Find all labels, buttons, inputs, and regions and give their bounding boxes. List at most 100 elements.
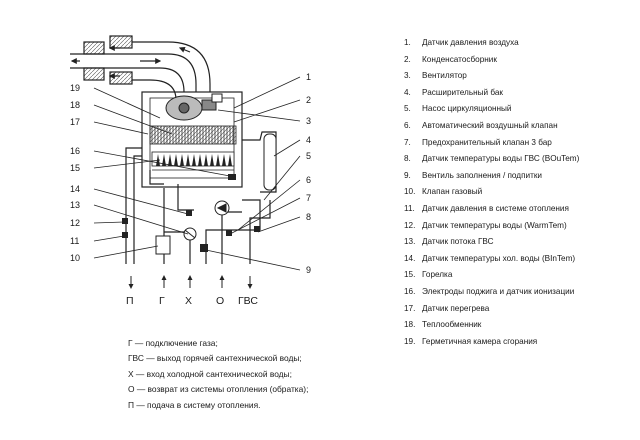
burner-flame [210, 154, 214, 166]
legend-item: 12. Датчик температуры воды (WarmTem) [404, 218, 579, 235]
legend-item-number: 12. [404, 220, 416, 230]
legend-item-number: 2. [404, 54, 411, 64]
note-supply: П — подача в систему отопления. [128, 399, 261, 410]
legend-item: 4. Расширительный бак [404, 85, 579, 102]
legend-item-text: Датчик давления воздуха [422, 38, 519, 47]
legend-item: 8. Датчик температуры воды ГВС (BOuTem) [404, 151, 579, 168]
burner-flame [222, 154, 226, 166]
legend-item-text: Автоматический воздушный клапан [422, 120, 558, 130]
note-return: О — возврат из системы отопления (обратк… [128, 384, 309, 395]
legend-item-text: Горелка [422, 270, 453, 280]
callout-7: 7 [306, 193, 311, 203]
legend-item: 3. Вентилятор [404, 68, 579, 85]
callout-8: 8 [306, 212, 311, 222]
legend-item-text: Датчик температуры воды (WarmTem) [422, 220, 567, 230]
small-sensors [122, 174, 260, 252]
legend-item-text: Вентилятор [422, 71, 467, 81]
legend-item-number: 16. [404, 286, 416, 296]
legend-item-text: Предохранительный клапан 3 бар [422, 137, 552, 147]
legend-item-text: Герметичная камера сгорания [422, 336, 538, 346]
legend-item-text: Датчик температуры хол. воды (BInTem) [422, 253, 576, 263]
legend-item-number: 5. [404, 104, 411, 114]
legend-item-text: Теплообменник [422, 320, 482, 330]
legend-item: 13.Датчик потока ГВС [404, 234, 579, 251]
burner-flame [180, 154, 184, 166]
burner-flame [162, 154, 166, 166]
legend-item-text: Электроды поджига и датчик ионизации [422, 286, 575, 296]
callout-2: 2 [306, 95, 311, 105]
callout-17: 17 [70, 117, 80, 127]
fan [165, 93, 223, 121]
legend-item-number: 6. [404, 120, 411, 130]
legend-item-text: Клапан газовый [422, 187, 483, 197]
legend-item: 9.Вентиль заполнения / подпитки [404, 168, 579, 185]
legend-item: 16. Электроды поджига и датчик ионизации [404, 284, 579, 301]
pipe-label-supply: П [126, 295, 134, 307]
legend-item-number: 19. [404, 336, 416, 346]
legend-item-text: Насос циркуляционный [422, 104, 512, 114]
connections-legend: Г — подключение газа; ГВС — выход горяче… [128, 336, 308, 413]
legend-item: 7. Предохранительный клапан 3 бар [404, 135, 579, 152]
note-hot-water: ГВС — выход горячей сантехнической воды; [128, 353, 302, 364]
gas-valve [155, 235, 171, 255]
legend-item: 6. Автоматический воздушный клапан [404, 118, 579, 135]
callout-15: 15 [70, 163, 80, 173]
legend-item-number: 8. [404, 154, 411, 164]
legend-item: 11. Датчик давления в системе отопления [404, 201, 579, 218]
callout-1: 1 [306, 72, 311, 82]
burner [151, 151, 235, 171]
note-gas: Г — подключение газа; [128, 338, 218, 348]
callout-10: 10 [70, 253, 80, 263]
legend-item-number: 1. [404, 38, 411, 47]
callout-leaders [93, 76, 301, 271]
connection-arrows [128, 275, 253, 289]
connection-labels: П Г Х О ГВС [126, 295, 258, 307]
callout-18: 18 [70, 100, 80, 110]
callout-numbers: 1 2 3 4 5 6 7 8 9 10 11 12 13 14 15 16 1… [70, 72, 311, 275]
legend-item: 17. Датчик перегрева [404, 301, 579, 318]
legend-item-number: 17. [404, 303, 416, 313]
callout-19: 19 [70, 83, 80, 93]
circulation-pump [214, 200, 230, 216]
legend-item-text: Датчик потока ГВС [422, 237, 494, 247]
legend-item-number: 4. [404, 87, 411, 97]
pipe-label-cold-water: Х [185, 295, 192, 307]
legend-item-number: 7. [404, 137, 411, 147]
callout-13: 13 [70, 200, 80, 210]
legend-item-text: Вентиль заполнения / подпитки [422, 170, 542, 180]
legend-item-number: 14. [404, 253, 416, 263]
callout-9: 9 [306, 265, 311, 275]
legend-item-text: Расширительный бак [422, 87, 503, 97]
burner-flame [186, 154, 190, 166]
legend-item: 5. Насос циркуляционный [404, 101, 579, 118]
burner-flame [228, 154, 232, 166]
callout-12: 12 [70, 218, 80, 228]
flow-sensor [183, 227, 197, 241]
burner-flame [192, 154, 196, 166]
legend-item-number: 18. [404, 320, 416, 330]
legend-item: 15. Горелка [404, 267, 579, 284]
legend-item: 18. Теплообменник [404, 317, 579, 334]
legend-item-number: 15. [404, 270, 416, 280]
callout-3: 3 [306, 116, 311, 126]
legend-item-number: 3. [404, 71, 411, 81]
burner-flame [216, 154, 220, 166]
note-cold-water: Х — вход холодной сантехнической воды; [128, 368, 292, 379]
callout-11: 11 [70, 236, 79, 246]
legend-item: 19. Герметичная камера сгорания [404, 334, 579, 351]
legend-item-text: Датчик температуры воды ГВС (BOuTem) [422, 154, 580, 164]
legend-item: 2.Конденсатосборник [404, 52, 579, 69]
legend-item: 10. Клапан газовый [404, 184, 579, 201]
legend-item-number: 11. [404, 203, 415, 213]
burner-flame [198, 154, 202, 166]
legend-item: 14. Датчик температуры хол. воды (BInTem) [404, 251, 579, 268]
legend-item-text: Датчик давления в системе отопления [422, 203, 569, 213]
burner-flame [204, 154, 208, 166]
legend-item-number: 10. [404, 187, 416, 197]
callout-14: 14 [70, 184, 80, 194]
callout-4: 4 [306, 135, 311, 145]
callout-6: 6 [306, 175, 311, 185]
legend-item-text: Датчик перегрева [422, 303, 490, 313]
